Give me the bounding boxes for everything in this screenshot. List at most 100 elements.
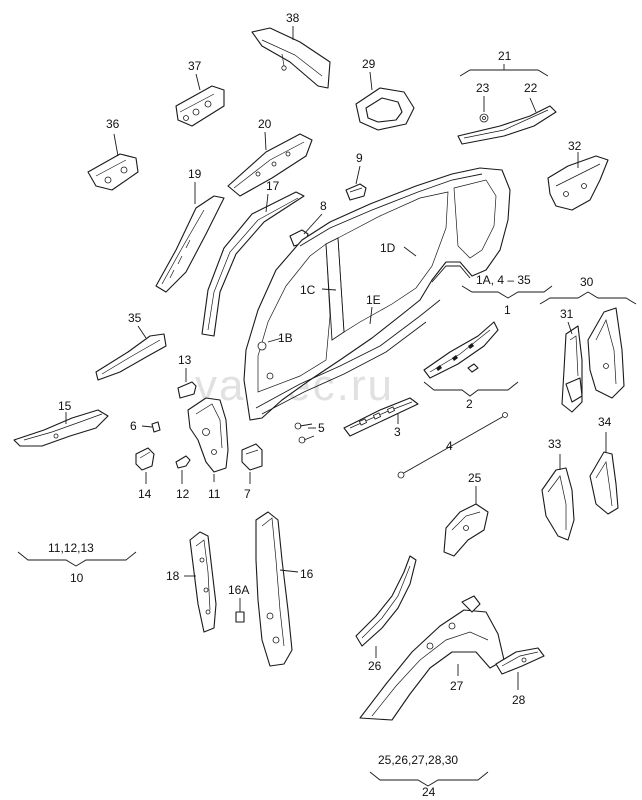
leader-1B: [267, 337, 283, 343]
part-28-drawing: [495, 647, 545, 675]
part-20-drawing: [227, 133, 313, 197]
leader-17: [265, 193, 269, 213]
label-9: 9: [356, 151, 363, 165]
label-35: 35: [128, 311, 142, 325]
label-15: 15: [58, 399, 72, 413]
part-30-bracket: [539, 291, 637, 305]
part-23-drawing: [479, 113, 489, 123]
part-31-drawing: [561, 325, 583, 413]
part-11-drawing: [187, 397, 229, 473]
label-13: 13: [178, 353, 192, 367]
leader-20: [264, 131, 267, 151]
part-5-drawing: [294, 422, 316, 444]
label-16A: 16A: [228, 583, 249, 597]
part-2-drawing: [423, 321, 499, 379]
label-6: 6: [130, 419, 137, 433]
side-panel-drawing: [243, 167, 511, 421]
label-26: 26: [368, 659, 382, 673]
part-25-drawing: [443, 503, 489, 557]
label-21: 21: [498, 49, 512, 63]
label-7: 7: [244, 487, 251, 501]
label-19: 19: [188, 167, 202, 181]
label-10: 10: [70, 571, 84, 585]
label-2: 2: [466, 397, 473, 411]
part-9-drawing: [345, 183, 367, 201]
part-32-drawing: [547, 155, 609, 211]
label-4: 4: [446, 439, 453, 453]
leader-1C: [321, 288, 337, 291]
label-5: 5: [318, 421, 325, 435]
label-12: 12: [176, 487, 190, 501]
part-15-drawing: [13, 409, 109, 447]
part-22-drawing: [457, 105, 557, 145]
leader-36: [113, 133, 119, 157]
part-6-drawing: [151, 421, 161, 433]
part-13-drawing: [177, 381, 197, 399]
leader-16: [279, 569, 299, 573]
label-31: 31: [560, 307, 574, 321]
label-18: 18: [166, 569, 180, 583]
label-11: 11: [208, 487, 221, 501]
label-36: 36: [106, 117, 120, 131]
label-1D: 1D: [380, 241, 396, 255]
part-3-drawing: [343, 397, 419, 437]
leader-1E: [369, 306, 373, 325]
label-22: 22: [524, 81, 538, 95]
label-8: 8: [320, 199, 327, 213]
part-24-bracket: [369, 771, 489, 787]
part-7-drawing: [241, 443, 263, 471]
label-24-group: 25,26,27,28,30: [378, 753, 458, 767]
label-1: 1: [504, 303, 511, 317]
part-35-drawing: [95, 333, 167, 381]
part-33-drawing: [541, 467, 575, 541]
part-10-bracket: [17, 551, 137, 567]
label-17: 17: [266, 179, 280, 193]
part-1-bracket: [461, 285, 553, 299]
label-1C: 1C: [300, 283, 316, 297]
leader-29: [369, 71, 373, 91]
label-14: 14: [138, 487, 152, 501]
part-26-drawing: [355, 555, 417, 647]
part-38-drawing: [251, 27, 331, 89]
label-28: 28: [512, 693, 526, 707]
label-27: 27: [450, 679, 464, 693]
label-38: 38: [286, 11, 300, 25]
label-25: 25: [468, 471, 482, 485]
label-33: 33: [548, 437, 562, 451]
label-37: 37: [188, 59, 202, 73]
part-21-bracket: [459, 64, 549, 77]
label-3: 3: [394, 425, 401, 439]
label-16: 16: [300, 567, 314, 581]
label-30: 30: [580, 275, 594, 289]
label-10-group: 11,12,13: [48, 541, 94, 555]
label-24: 24: [422, 785, 436, 799]
label-34: 34: [598, 415, 612, 429]
leader-35: [137, 325, 147, 339]
label-32: 32: [568, 139, 582, 153]
leader-9: [355, 165, 361, 185]
part-19-drawing: [155, 195, 225, 293]
part-37-drawing: [175, 85, 225, 127]
part-2-bracket: [423, 381, 519, 397]
label-23: 23: [476, 81, 490, 95]
leader-31: [567, 321, 573, 335]
leader-6: [141, 425, 153, 428]
leader-8: [303, 213, 323, 235]
part-18-drawing: [189, 531, 217, 633]
label-20: 20: [258, 117, 272, 131]
label-1A: 1A, 4 – 35: [476, 273, 531, 287]
part-16A-drawing: [235, 611, 245, 623]
part-17-drawing: [201, 191, 305, 337]
leader-22: [529, 97, 537, 113]
leader-1D: [403, 246, 417, 257]
leader-37: [195, 73, 201, 91]
part-29-drawing: [355, 87, 415, 131]
part-34-drawing: [589, 451, 619, 515]
part-30-drawing: [587, 307, 625, 399]
part-14-drawing: [135, 447, 155, 471]
label-29: 29: [362, 57, 376, 71]
label-1B: 1B: [278, 331, 293, 345]
part-36-drawing: [87, 153, 139, 191]
part-12-drawing: [175, 455, 191, 469]
